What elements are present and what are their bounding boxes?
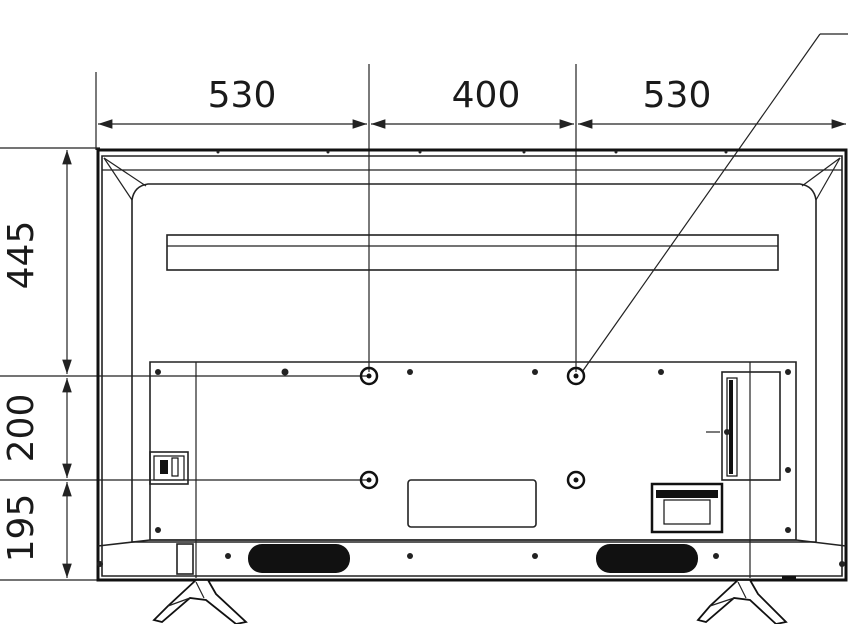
callout-leader	[581, 33, 848, 373]
mount-hole-top-right	[566, 366, 586, 386]
dimension-label-left-bottom: 195	[1, 494, 42, 563]
dimension-label-top-left: 530	[208, 75, 277, 116]
power-connector-housing	[650, 482, 724, 534]
mount-hole-top-left	[359, 366, 379, 386]
top-dimension-group: 530 400 530	[95, 64, 846, 372]
stand-foot-left	[152, 579, 248, 624]
upper-rail	[166, 234, 779, 271]
stand-foot-right	[696, 579, 788, 624]
power-connector	[650, 482, 724, 534]
mount-hole-bottom-right	[566, 470, 586, 490]
bottom-strip-top	[97, 539, 847, 547]
tv-outer-frame	[96, 148, 848, 582]
dimension-label-top-middle: 400	[452, 75, 521, 116]
tv-back-panel	[131, 183, 817, 543]
tv-bezel-outline	[101, 155, 843, 577]
dimension-label-left-top: 445	[1, 221, 42, 290]
vesa-mount-holes	[359, 366, 586, 490]
bezel-corner-tr	[801, 157, 841, 187]
speaker-grille-left	[248, 544, 350, 573]
backplate-screws	[97, 368, 845, 567]
leader-line	[581, 33, 821, 373]
bottom-right-mark	[782, 576, 796, 580]
bezel-corner-tl	[103, 157, 147, 187]
center-label-plate	[407, 479, 537, 528]
right-port-panel	[706, 371, 781, 481]
top-rim-marks	[216, 150, 728, 154]
bottom-left-port	[176, 543, 194, 575]
dimension-label-left-middle: 200	[1, 394, 42, 463]
rear-backplate	[149, 361, 797, 541]
right-port-housing	[721, 371, 781, 481]
bezel-corner-tl2	[103, 157, 133, 201]
speaker-grille-right	[596, 544, 698, 573]
left-dimension-group: 445 200 195	[0, 147, 368, 581]
mount-hole-bottom-left	[359, 470, 379, 490]
left-port-housing	[149, 451, 189, 485]
bezel-corner-tr2	[815, 157, 841, 201]
left-port-panel	[149, 451, 189, 485]
dimension-label-top-right: 530	[643, 75, 712, 116]
tv-rear-body	[96, 148, 848, 582]
